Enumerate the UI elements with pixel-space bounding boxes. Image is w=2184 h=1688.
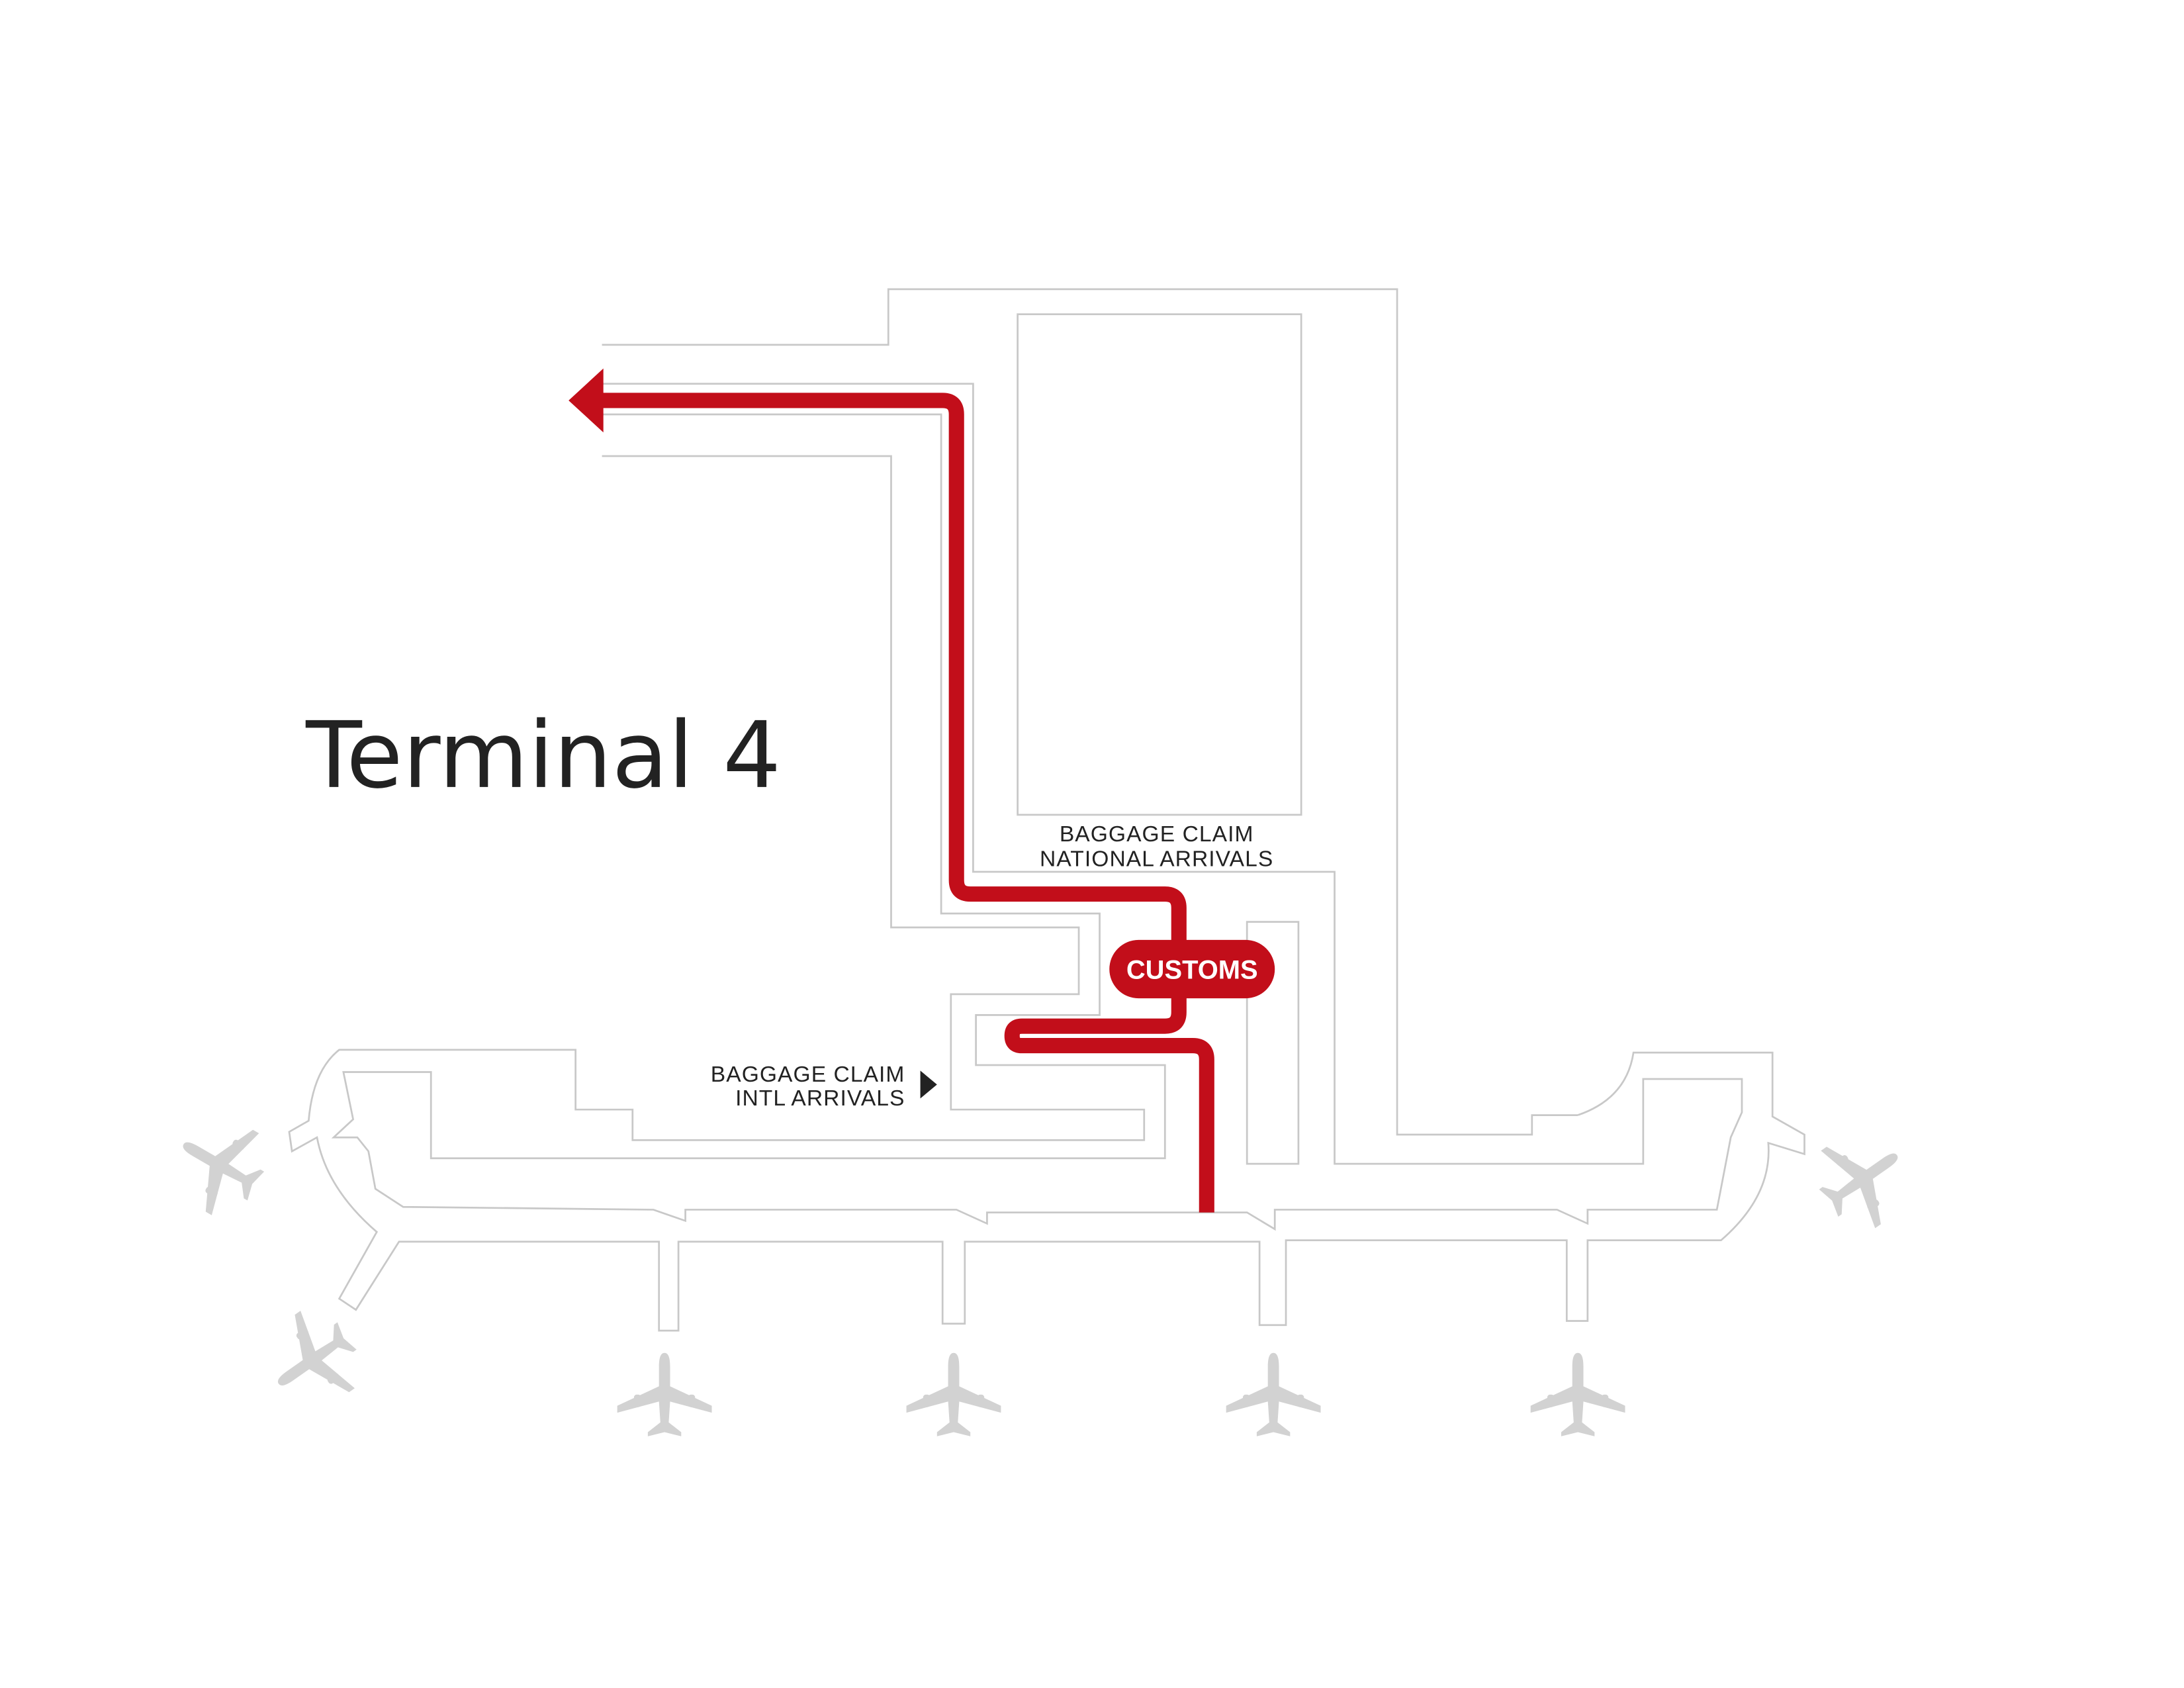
airplane-icon: [617, 1352, 712, 1436]
baggage-intl-line1: BAGGAGE CLAIM: [711, 1062, 905, 1087]
baggage-national-line2: NATIONAL ARRIVALS: [1040, 847, 1273, 872]
baggage-claim-national-area: [1017, 313, 1302, 816]
terminal-title: Terminal 4: [305, 702, 781, 809]
airplane-icon: [906, 1352, 1001, 1436]
airplanes: [159, 1103, 1925, 1436]
pointer-triangle-icon: [920, 1070, 937, 1099]
airplane-icon: [1226, 1352, 1321, 1436]
baggage-national-line1: BAGGAGE CLAIM: [1060, 822, 1254, 847]
airplane-icon: [159, 1103, 280, 1227]
airplane-icon: [251, 1297, 375, 1423]
pillar: [1246, 921, 1300, 1165]
route-arrow-icon: [569, 368, 604, 433]
airplane-icon: [1530, 1352, 1625, 1436]
baggage-intl-line2: INTL ARRIVALS: [735, 1086, 905, 1111]
terminal-walls: [288, 288, 1805, 1332]
route: [569, 368, 1214, 1213]
customs-label: CUSTOMS: [1126, 956, 1258, 985]
customs-badge: CUSTOMS: [1109, 939, 1275, 999]
airplane-icon: [1801, 1116, 1925, 1242]
